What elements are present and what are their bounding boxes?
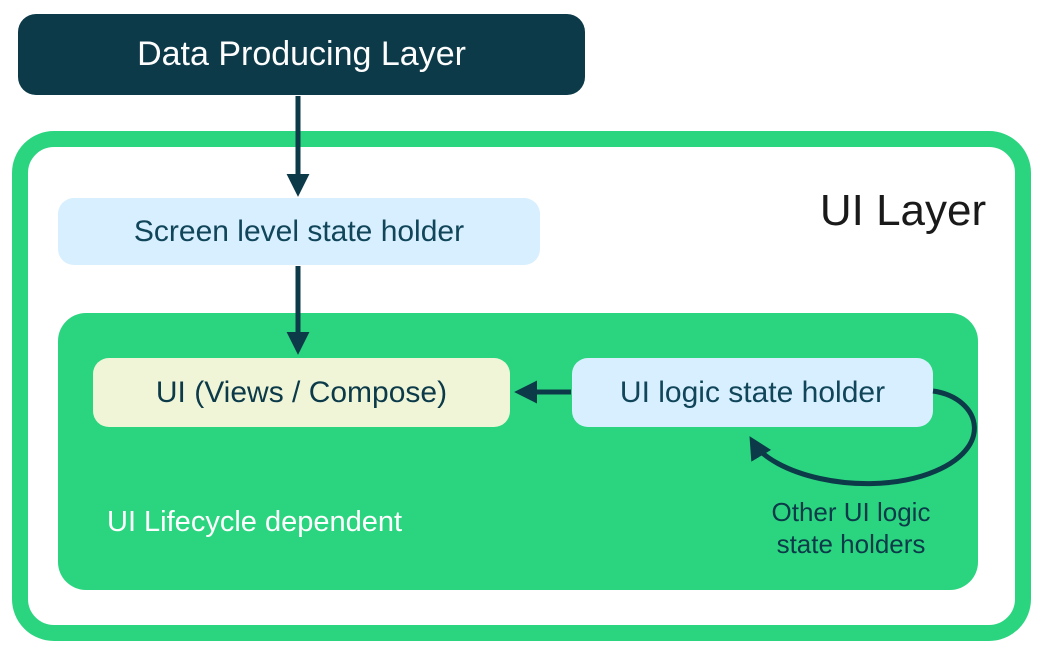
ui-logic-state-holder-box: UI logic state holder [572, 358, 933, 427]
ui-views-compose-label: UI (Views / Compose) [155, 375, 448, 409]
screen-level-state-holder-label: Screen level state holder [133, 214, 465, 248]
data-producing-layer-box: Data Producing Layer [18, 14, 585, 95]
ui-lifecycle-dependent-caption: UI Lifecycle dependent [107, 506, 403, 538]
ui-views-compose-box: UI (Views / Compose) [93, 358, 510, 427]
other-ui-logic-note-line2: state holders [776, 529, 926, 559]
ui-logic-state-holder-label: UI logic state holder [619, 375, 886, 409]
other-ui-logic-state-holders-note: Other UI logic state holders [745, 496, 957, 560]
other-ui-logic-note-line1: Other UI logic [771, 497, 931, 527]
screen-level-state-holder-box: Screen level state holder [58, 198, 540, 265]
ui-layer-title: UI Layer [819, 186, 987, 235]
data-producing-layer-label: Data Producing Layer [137, 35, 466, 73]
